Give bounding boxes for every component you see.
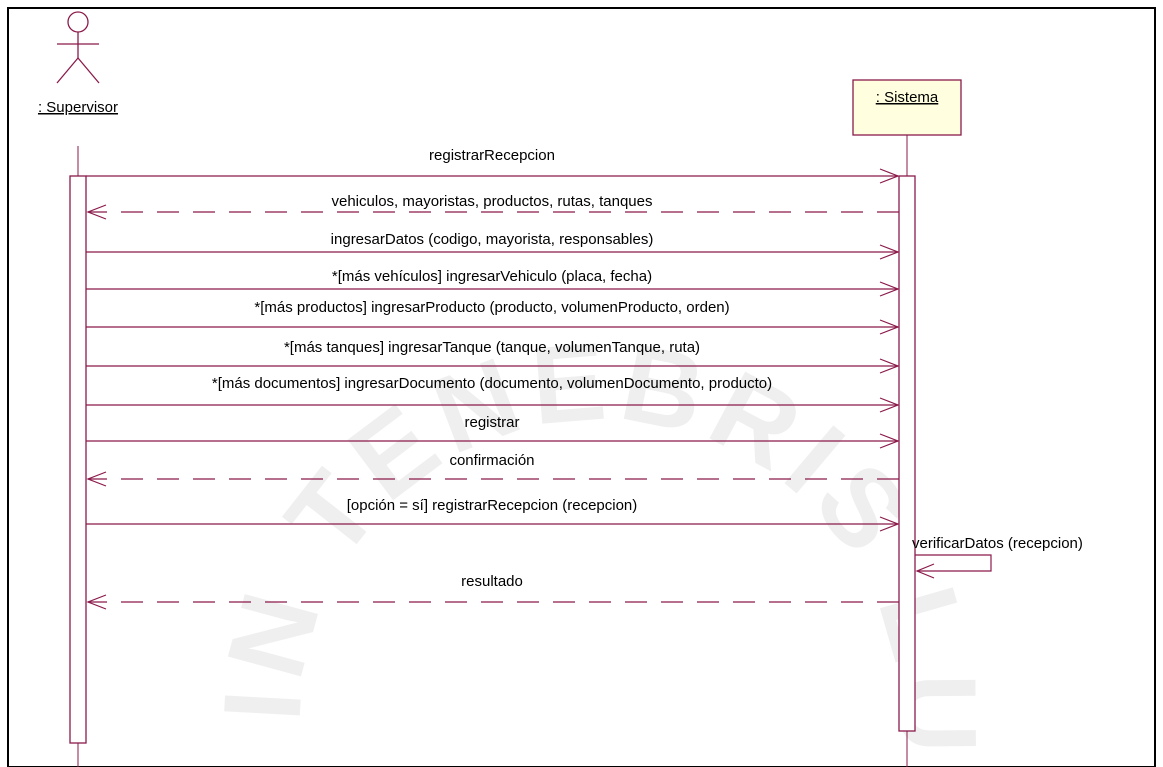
return-listas: [86, 204, 899, 220]
message-label: registrarRecepcion: [429, 147, 555, 164]
actor-supervisor: [56, 11, 100, 84]
message-label: confirmación: [449, 452, 534, 469]
stick-figure-icon: [56, 11, 100, 84]
message-label: *[más vehículos] ingresarVehiculo (placa…: [332, 268, 652, 285]
message-registrar-recepcion: [86, 168, 900, 184]
diagram-border: [7, 7, 1156, 767]
actor-label: : Supervisor: [38, 99, 118, 116]
message-label: verificarDatos (recepcion): [912, 535, 1083, 552]
message-label: [opción = sí] registrarRecepcion (recepc…: [347, 497, 638, 514]
message-label: *[más productos] ingresarProducto (produ…: [254, 299, 729, 316]
message-ingresar-datos: [86, 244, 900, 260]
activation-supervisor: [69, 175, 87, 744]
self-message-verificar-datos: [915, 554, 992, 579]
message-label: *[más tanques] ingresarTanque (tanque, v…: [284, 339, 700, 356]
message-ingresar-tanque: [86, 358, 900, 374]
message-ingresar-producto: [86, 319, 900, 335]
return-resultado: [86, 594, 899, 610]
message-ingresar-vehiculo: [86, 281, 900, 297]
return-confirmacion: [86, 471, 899, 487]
message-label: registrar: [464, 414, 519, 431]
message-ingresar-documento: [86, 397, 900, 413]
message-label: resultado: [461, 573, 523, 590]
activation-sistema: [898, 175, 916, 732]
object-label: : Sistema: [876, 89, 939, 106]
message-label: ingresarDatos (codigo, mayorista, respon…: [331, 231, 654, 248]
message-registrar-recepcion-opcion: [86, 516, 900, 532]
message-label: *[más documentos] ingresarDocumento (doc…: [212, 375, 772, 392]
message-registrar: [86, 433, 900, 449]
message-label: vehiculos, mayoristas, productos, rutas,…: [332, 193, 653, 210]
